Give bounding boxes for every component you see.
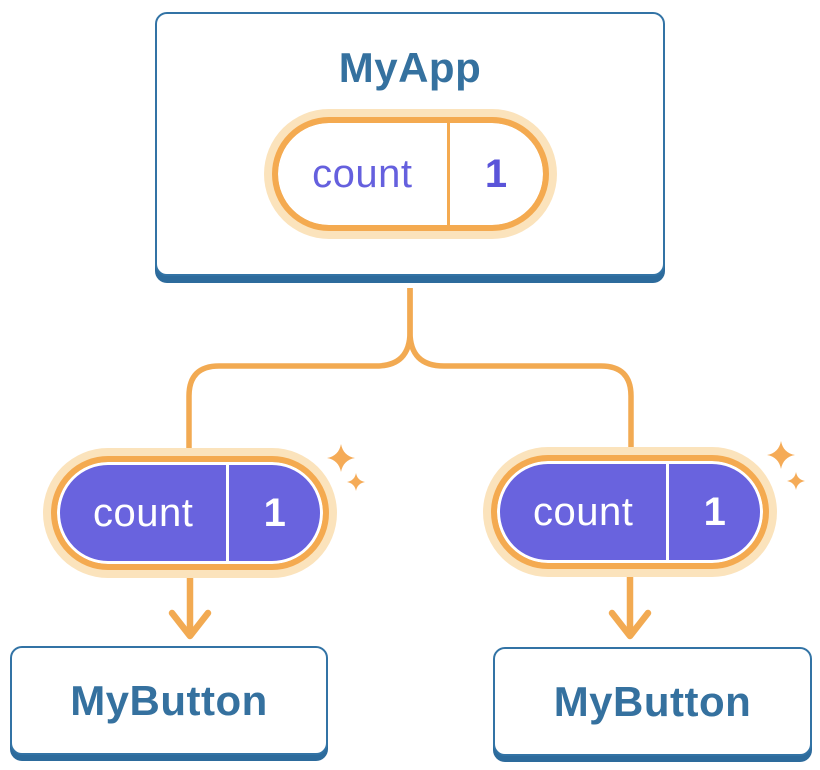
state-pill-body: count 1 <box>497 461 763 563</box>
state-value: 1 <box>263 490 286 535</box>
state-pill: count 1 <box>483 447 777 577</box>
state-pill-value-segment: 1 <box>229 465 320 561</box>
sparkle-icon <box>767 441 805 490</box>
state-pill-body: count 1 <box>277 123 543 225</box>
state-pill-value-segment: 1 <box>450 123 543 225</box>
component-card-mybutton: MyButton <box>10 646 328 755</box>
state-name: count <box>93 490 194 535</box>
state-pill: count 1 <box>43 448 337 578</box>
component-title: MyButton <box>553 677 752 725</box>
state-pill-ring: count 1 <box>51 456 329 570</box>
component-card-mybutton: MyButton <box>493 647 812 756</box>
connector-left-branch <box>186 288 413 452</box>
state-pill-label-segment: count <box>60 465 226 561</box>
state-pill-label-segment: count <box>278 123 448 225</box>
connector-right-branch <box>407 288 634 452</box>
component-card-myapp: MyApp count 1 <box>155 12 665 276</box>
state-pill-ring: count 1 <box>491 455 769 569</box>
state-value: 1 <box>703 489 726 534</box>
state-pill-divider <box>666 464 670 560</box>
sparkle-icon <box>327 444 365 491</box>
state-pill-divider <box>447 123 450 225</box>
arrow-down-icon <box>608 562 652 640</box>
connector-fork <box>186 288 634 452</box>
state-pill-label-segment: count <box>500 464 666 560</box>
state-pill-divider <box>226 465 230 561</box>
state-name: count <box>533 489 634 534</box>
state-pill: count 1 <box>263 109 557 239</box>
state-pill-value-segment: 1 <box>669 464 760 560</box>
component-title: MyButton <box>70 676 268 724</box>
state-pill-body: count 1 <box>57 462 323 564</box>
state-pill-ring: count 1 <box>271 117 549 231</box>
component-title: MyApp <box>338 44 482 91</box>
state-value: 1 <box>484 151 508 196</box>
state-name: count <box>312 151 413 196</box>
